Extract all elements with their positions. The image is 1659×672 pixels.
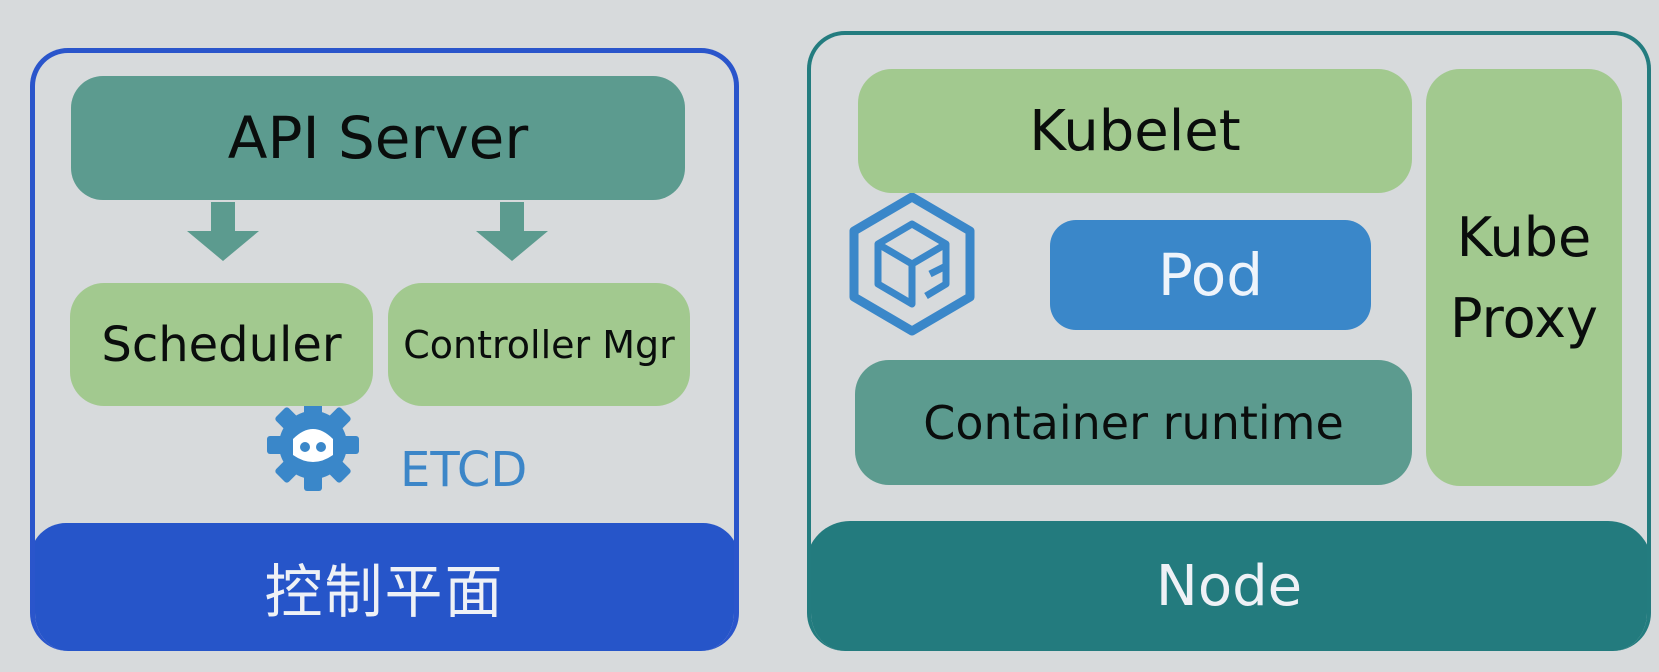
pod-box: Pod [1050, 220, 1371, 330]
kubelet-box: Kubelet [858, 69, 1412, 193]
control-plane-graphics [187, 202, 548, 491]
kube-proxy-box: Kube Proxy [1426, 69, 1622, 486]
etcd-label: ETCD [400, 442, 528, 498]
control-plane-footer: 控制平面 [35, 523, 734, 651]
container-cube-logo-icon [849, 192, 975, 336]
control-plane-panel: API Server Scheduler Controller Mgr ETCD… [30, 48, 739, 651]
node-footer: Node [811, 521, 1647, 651]
arrow-down-icon [187, 202, 259, 261]
arrow-down-icon [476, 202, 548, 261]
api-server-box: API Server [71, 76, 685, 200]
controller-manager-box: Controller Mgr [388, 283, 690, 406]
node-graphics [849, 192, 975, 336]
etcd-logo-icon [267, 399, 359, 491]
kube-proxy-line2: Proxy [1450, 286, 1598, 350]
kube-proxy-line1: Kube [1456, 205, 1592, 269]
node-panel: Kubelet Pod Container runtime Kube Proxy… [807, 31, 1651, 651]
scheduler-box: Scheduler [70, 283, 373, 406]
container-runtime-box: Container runtime [855, 360, 1412, 485]
